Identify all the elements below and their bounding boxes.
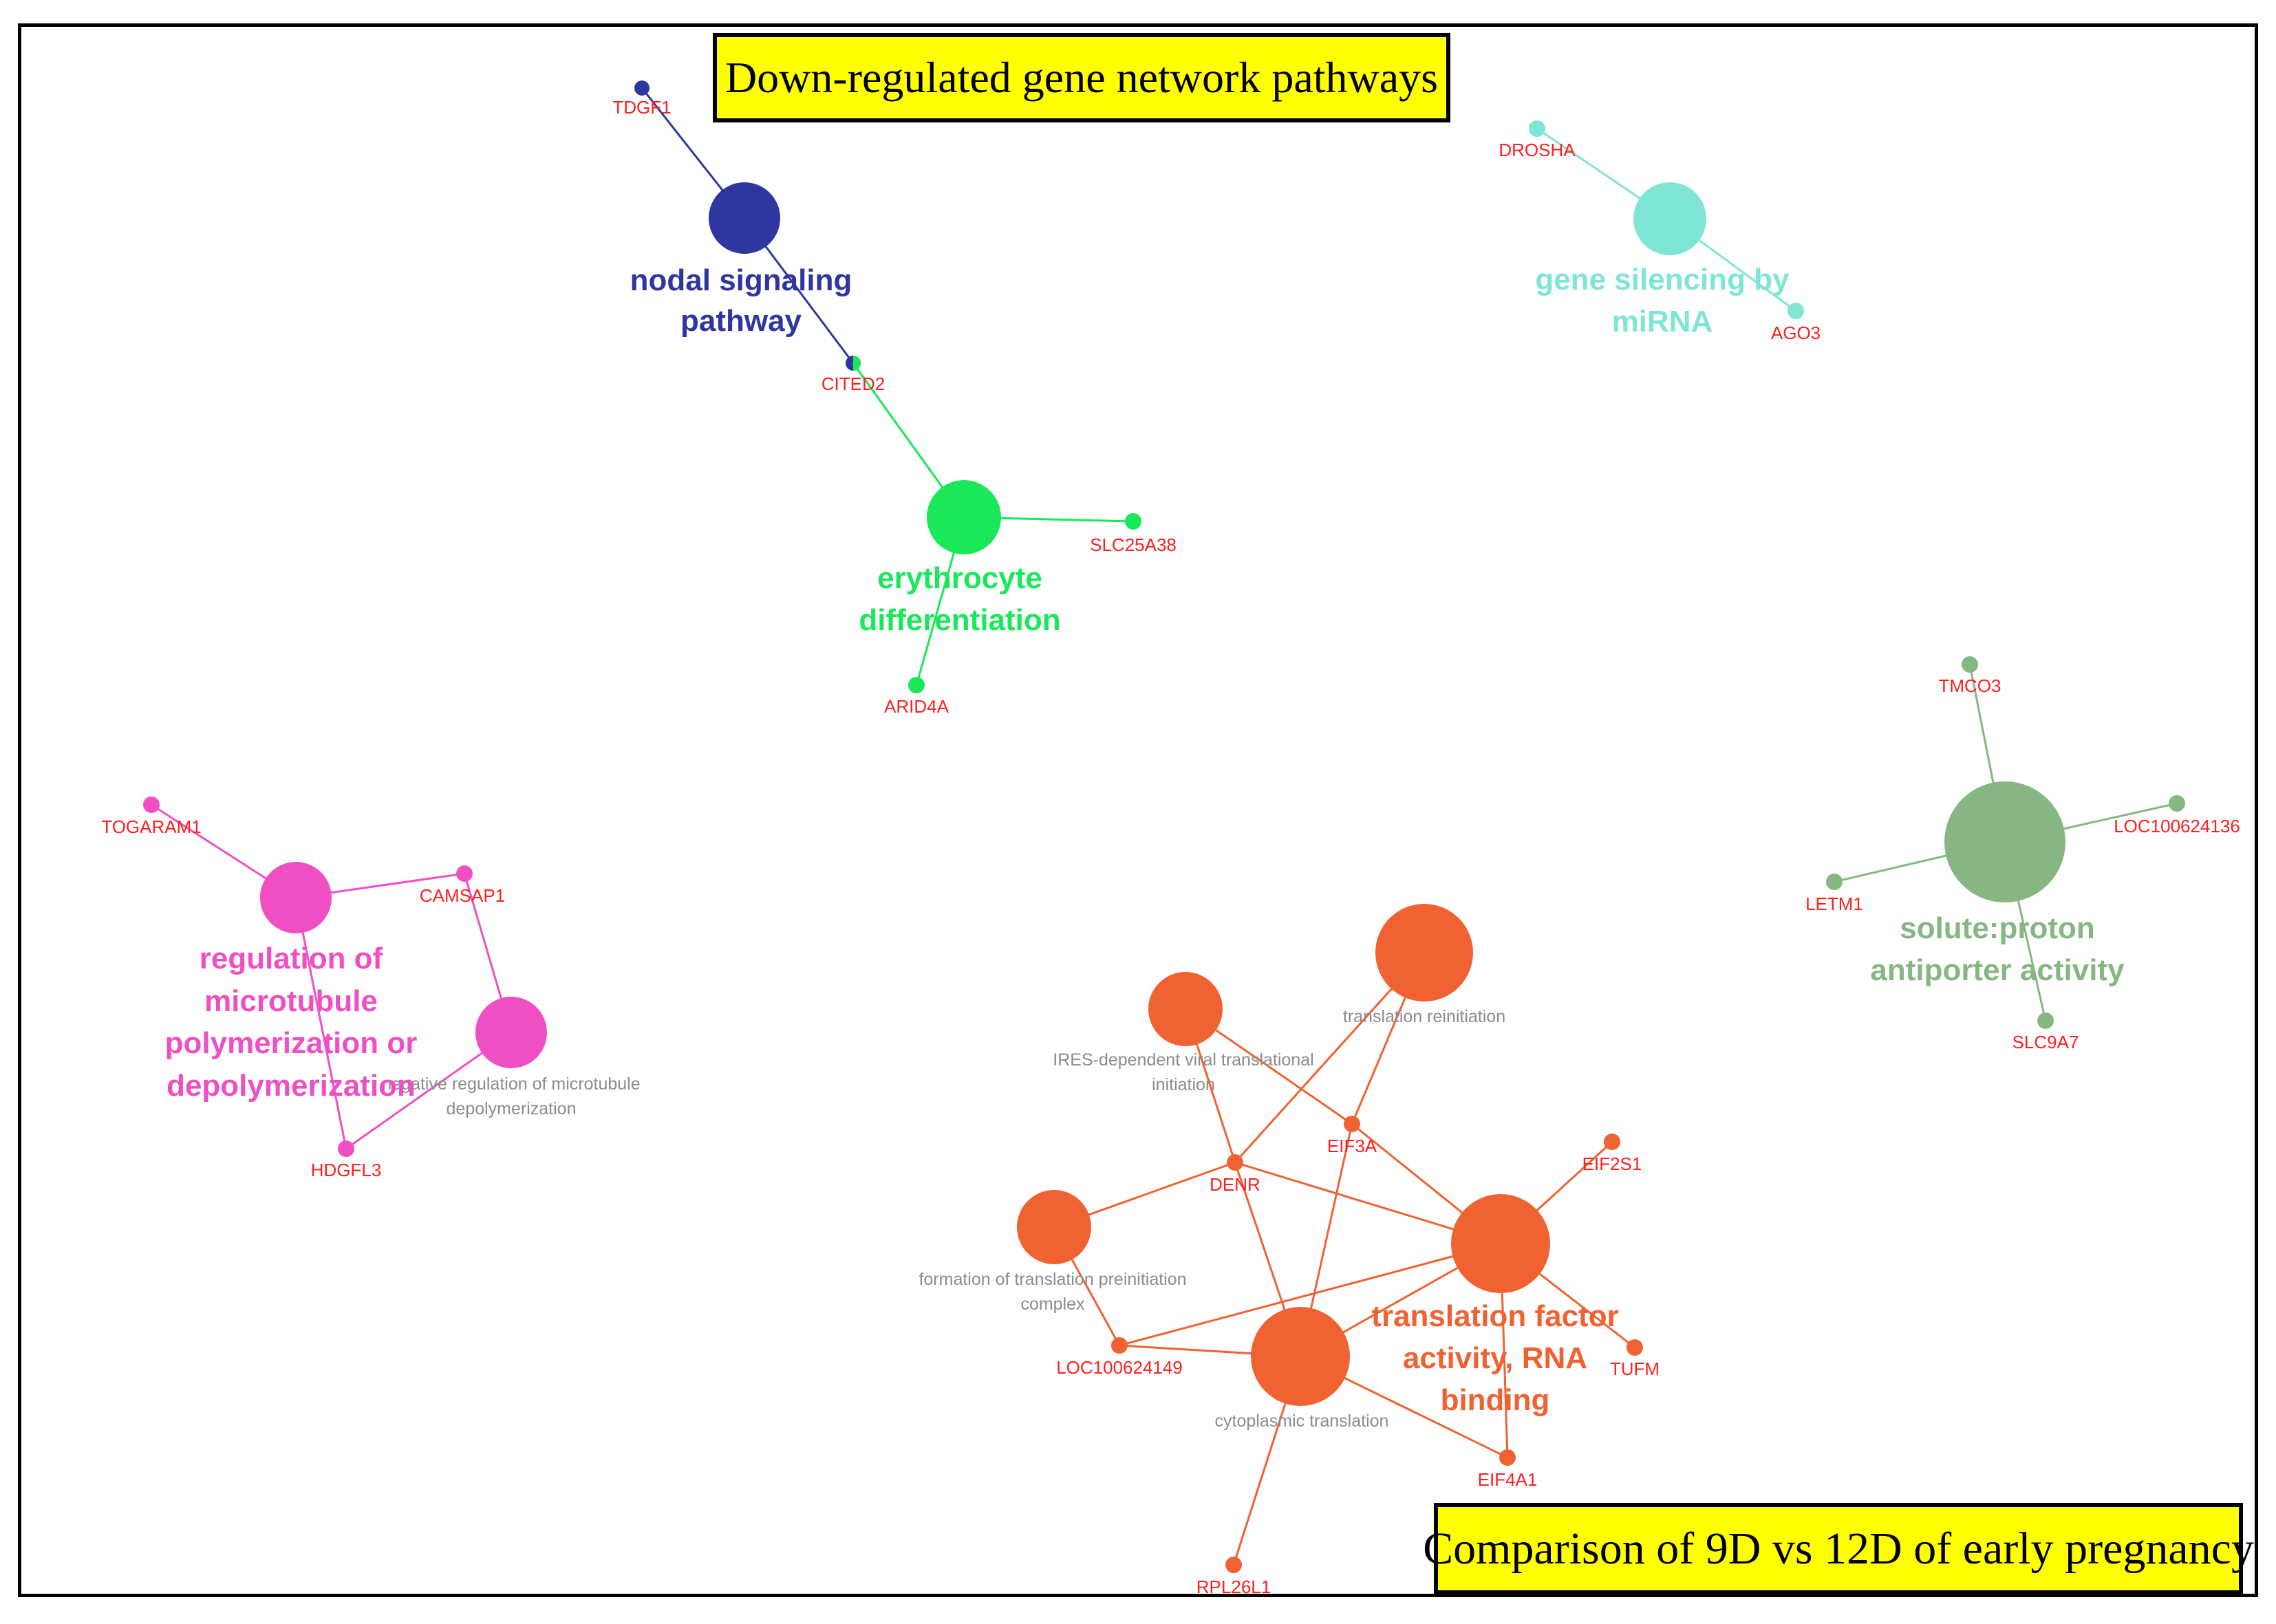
gene-node-camsap1 bbox=[456, 865, 473, 882]
term-label-translation-factor-3: binding bbox=[1441, 1383, 1550, 1417]
gene-node-tdgf1 bbox=[634, 80, 649, 96]
gene-node-loc100624149 bbox=[1111, 1337, 1128, 1354]
minor-term-label-cytoplasmic: cytoplasmic translation bbox=[1215, 1411, 1389, 1431]
gene-label-eif3a: EIF3A bbox=[1327, 1136, 1377, 1156]
term-label-microtubule-3: polymerization or bbox=[165, 1026, 418, 1060]
gene-label-eif2s1: EIF2S1 bbox=[1582, 1154, 1642, 1174]
term-node-preinitiation bbox=[1017, 1190, 1091, 1264]
minor-term-label-ires-2: initiation bbox=[1152, 1075, 1215, 1094]
term-node-erythrocyte bbox=[927, 480, 1001, 554]
gene-label-drosha: DROSHA bbox=[1499, 140, 1576, 160]
term-label-translation-factor-2: activity, RNA bbox=[1403, 1341, 1587, 1375]
gene-label-hdgfl3: HDGFL3 bbox=[311, 1160, 382, 1180]
term-node-nodal bbox=[709, 182, 780, 254]
gene-label-tmco3: TMCO3 bbox=[1939, 675, 2001, 696]
term-label-microtubule-2: microtubule bbox=[204, 984, 378, 1018]
term-label-solute-2: antiporter activity bbox=[1870, 953, 2125, 987]
gene-label-loc100624149: LOC100624149 bbox=[1056, 1357, 1183, 1378]
minor-term-label-preinit-1: formation of translation preinitiation bbox=[919, 1270, 1186, 1289]
term-label-solute-1: solute:proton bbox=[1900, 911, 2095, 945]
gene-node-eif2s1 bbox=[1604, 1134, 1620, 1150]
gene-label-cited2: CITED2 bbox=[822, 373, 885, 394]
comparison-caption: Comparison of 9D vs 12D of early pregnan… bbox=[1423, 1523, 2254, 1574]
gene-label-tdgf1: TDGF1 bbox=[612, 97, 671, 118]
gene-node-cited2-green-half bbox=[853, 356, 861, 371]
page-title: Down-regulated gene network pathways bbox=[724, 53, 1439, 102]
gene-label-togaram1: TOGARAM1 bbox=[101, 816, 201, 837]
gene-label-tufm: TUFM bbox=[1610, 1358, 1660, 1379]
gene-node-rpl26l1 bbox=[1225, 1557, 1242, 1573]
gene-node-loc100624136 bbox=[2169, 795, 2185, 812]
title-box: Down-regulated gene network pathways bbox=[713, 33, 1450, 122]
term-label-mirna-1: gene silencing by bbox=[1535, 263, 1790, 296]
minor-term-label-reinitiation: translation reinitiation bbox=[1343, 1007, 1505, 1026]
figure-frame bbox=[18, 23, 2258, 1597]
gene-label-slc9a7: SLC9A7 bbox=[2012, 1032, 2079, 1052]
gene-label-rpl26l1: RPL26L1 bbox=[1196, 1577, 1271, 1597]
gene-node-tufm bbox=[1627, 1339, 1643, 1356]
gene-label-letm1: LETM1 bbox=[1805, 894, 1863, 914]
gene-node-drosha bbox=[1529, 120, 1545, 137]
term-label-mirna-2: miRNA bbox=[1612, 305, 1713, 338]
cluster-nodal-signaling: TDGF1 nodal signaling pathway bbox=[612, 80, 861, 371]
term-label-nodal-2: pathway bbox=[680, 304, 802, 338]
gene-label-camsap1: CAMSAP1 bbox=[420, 885, 505, 906]
term-node-negative-regulation bbox=[475, 997, 547, 1068]
term-node-mirna bbox=[1633, 182, 1706, 255]
cluster-erythrocyte: CITED2 SLC25A38 ARID4A erythrocyte diffe… bbox=[822, 356, 1177, 717]
gene-node-ago3 bbox=[1787, 303, 1804, 319]
term-label-microtubule-1: regulation of bbox=[200, 942, 383, 975]
gene-node-eif3a bbox=[1344, 1116, 1360, 1132]
gene-node-letm1 bbox=[1826, 874, 1843, 890]
term-node-cytoplasmic-translation bbox=[1251, 1307, 1350, 1406]
minor-term-label-negreg-2: depolymerization bbox=[447, 1099, 577, 1118]
gene-node-arid4a bbox=[908, 677, 925, 693]
term-node-translation-reinitiation bbox=[1375, 904, 1473, 1002]
gene-label-denr: DENR bbox=[1210, 1174, 1260, 1195]
term-label-erythrocyte-1: erythrocyte bbox=[877, 561, 1042, 595]
gene-node-slc25a38 bbox=[1125, 513, 1141, 530]
gene-node-denr bbox=[1227, 1154, 1243, 1171]
term-node-solute bbox=[1944, 781, 2065, 902]
cluster-solute-proton: TMCO3 LOC100624136 LETM1 SLC9A7 solute:p… bbox=[1805, 656, 2240, 1052]
gene-node-slc9a7 bbox=[2037, 1013, 2054, 1029]
minor-term-label-negreg-1: negative regulation of microtubule bbox=[382, 1074, 640, 1094]
gene-node-hdgfl3 bbox=[338, 1140, 354, 1157]
cluster-translation: translation reinitiation IRES-dependent … bbox=[919, 904, 1660, 1597]
term-node-microtubule bbox=[260, 862, 332, 933]
gene-label-slc25a38: SLC25A38 bbox=[1090, 534, 1177, 555]
term-label-nodal-1: nodal signaling bbox=[630, 263, 852, 297]
edge-microtubule-hdgfl3 bbox=[294, 897, 347, 1149]
cluster-microtubule: TOGARAM1 CAMSAP1 HDGFL3 negative regulat… bbox=[101, 797, 641, 1180]
caption-box: Comparison of 9D vs 12D of early pregnan… bbox=[1423, 1503, 2254, 1594]
gene-label-ago3: AGO3 bbox=[1771, 323, 1821, 343]
term-label-translation-factor-1: translation factor bbox=[1371, 1299, 1618, 1333]
gene-node-togaram1 bbox=[143, 797, 160, 813]
gene-node-eif4a1 bbox=[1499, 1449, 1516, 1466]
term-node-translation-factor bbox=[1451, 1194, 1550, 1293]
minor-term-label-preinit-2: complex bbox=[1020, 1295, 1085, 1314]
term-label-microtubule-4: depolymerization bbox=[167, 1069, 416, 1103]
minor-term-label-ires-1: IRES-dependent viral translational bbox=[1053, 1050, 1313, 1070]
edge-loc-tf bbox=[1119, 1242, 1501, 1347]
gene-label-loc100624136: LOC100624136 bbox=[2114, 816, 2240, 836]
cluster-mirna: DROSHA AGO3 gene silencing by miRNA bbox=[1499, 120, 1821, 343]
gene-label-arid4a: ARID4A bbox=[884, 696, 949, 717]
gene-node-tmco3 bbox=[1962, 656, 1978, 673]
term-node-ires-dependent bbox=[1148, 972, 1223, 1046]
gene-label-eif4a1: EIF4A1 bbox=[1478, 1469, 1538, 1490]
term-label-erythrocyte-2: differentiation bbox=[859, 603, 1060, 637]
